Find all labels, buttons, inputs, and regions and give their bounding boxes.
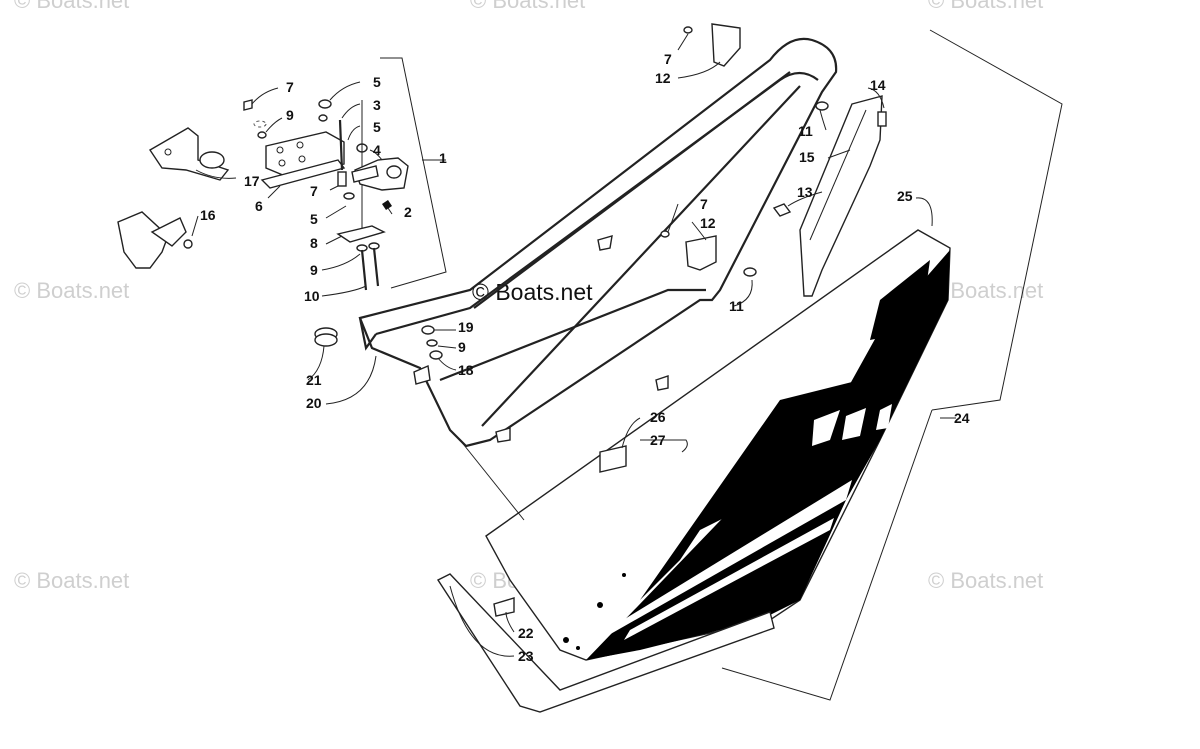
bracket-part-12 (660, 23, 741, 271)
callout-19[interactable]: 19 (458, 319, 474, 335)
bracket-part-17 (149, 127, 230, 181)
callout-15[interactable]: 15 (799, 149, 815, 165)
callout-9[interactable]: 9 (458, 339, 466, 355)
callout-7[interactable]: 7 (310, 183, 318, 199)
rail-part-15 (743, 95, 887, 297)
decal-labels (493, 445, 627, 617)
callout-7[interactable]: 7 (664, 51, 672, 67)
callout-6[interactable]: 6 (255, 198, 263, 214)
watermarks: © Boats.net © Boats.net © Boats.net © Bo… (14, 0, 1043, 593)
watermark: © Boats.net (14, 278, 129, 303)
callout-11[interactable]: 11 (729, 298, 744, 314)
callout-16[interactable]: 16 (200, 207, 216, 223)
bracket-part-16 (117, 211, 193, 269)
callout-26[interactable]: 26 (650, 409, 666, 425)
callout-12[interactable]: 12 (700, 215, 716, 231)
callout-20[interactable]: 20 (306, 395, 322, 411)
seat-frame (314, 37, 838, 448)
watermark: © Boats.net (928, 0, 1043, 13)
callout-11[interactable]: 11 (798, 123, 813, 139)
panel-outline-24 (459, 29, 1063, 701)
callout-7[interactable]: 7 (286, 79, 294, 95)
callout-9[interactable]: 9 (286, 107, 294, 123)
callout-23[interactable]: 23 (518, 648, 534, 664)
callout-17[interactable]: 17 (244, 173, 260, 189)
callout-9[interactable]: 9 (310, 262, 318, 278)
trim-part-23 (436, 573, 775, 713)
callout-12[interactable]: 12 (655, 70, 671, 86)
callout-5[interactable]: 5 (373, 74, 381, 90)
callout-24[interactable]: 24 (954, 410, 970, 426)
watermark: © Boats.net (14, 568, 129, 593)
callout-21[interactable]: 21 (306, 372, 322, 388)
callout-27[interactable]: 27 (650, 432, 666, 448)
callout-14[interactable]: 14 (870, 77, 886, 93)
callouts: 1 2 3 4 5 5 5 6 7 7 7 7 8 9 9 9 10 11 11… (200, 51, 970, 664)
callout-22[interactable]: 22 (518, 625, 534, 641)
callout-7[interactable]: 7 (700, 196, 708, 212)
leader-lines (191, 33, 956, 657)
callout-3[interactable]: 3 (373, 97, 381, 113)
callout-13[interactable]: 13 (797, 184, 813, 200)
callout-4[interactable]: 4 (373, 142, 381, 158)
callout-8[interactable]: 8 (310, 235, 318, 251)
watermark: © Boats.net (470, 0, 585, 13)
mount-assembly-bracket (380, 57, 447, 289)
plate-and-bolts (336, 225, 386, 291)
fasteners-upper (243, 99, 409, 230)
seat-panel-part-25 (485, 229, 951, 661)
callout-18[interactable]: 18 (458, 362, 474, 378)
watermark: © Boats.net (928, 568, 1043, 593)
callout-2[interactable]: 2 (404, 204, 412, 220)
mount-block-part-6 (260, 131, 346, 189)
watermark: © Boats.net (14, 0, 129, 13)
callout-10[interactable]: 10 (304, 288, 320, 304)
callout-1[interactable]: 1 (439, 150, 447, 166)
callout-5[interactable]: 5 (310, 211, 318, 227)
callout-5[interactable]: 5 (373, 119, 381, 135)
callout-25[interactable]: 25 (897, 188, 913, 204)
